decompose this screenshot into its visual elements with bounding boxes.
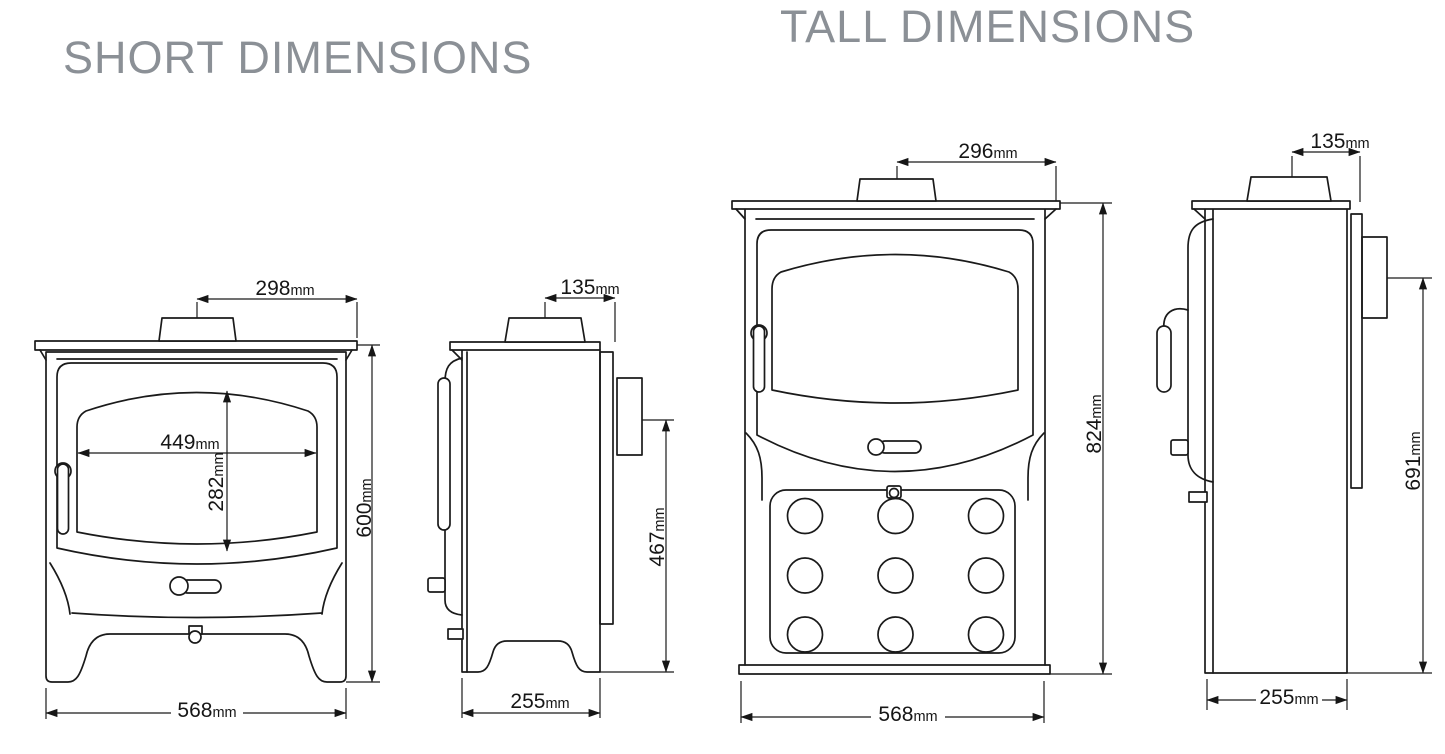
dim-label: 568mm	[177, 699, 236, 722]
dim-label: 600mm	[353, 478, 376, 537]
ash-lip	[447, 628, 464, 640]
door-handle	[1156, 325, 1172, 393]
dim-depth: 255mm	[461, 678, 601, 718]
door-glass	[76, 391, 318, 545]
door-handle	[56, 463, 70, 535]
stove-body	[744, 208, 1046, 666]
dim-flue-to-rear: 298mm	[196, 277, 358, 338]
rear-outlet-box	[616, 377, 643, 456]
tall-stove-side-view: 135mm 691mm 255mm	[1156, 130, 1432, 710]
air-control-knob	[169, 576, 189, 596]
tall-dimensions-title: TALL DIMENSIONS	[780, 1, 1195, 52]
flue-collar	[856, 178, 937, 202]
dim-outlet-height: 691mm	[1347, 277, 1432, 674]
short-stove-front-view: 298mm 449mm 282mm 600mm 568mm	[34, 277, 380, 722]
ash-latch	[188, 630, 202, 644]
latch	[888, 487, 900, 499]
dim-overall-height: 600mm	[346, 344, 380, 683]
flue-collar	[158, 317, 237, 342]
top-plate-edge	[735, 208, 1057, 220]
air-control-slider	[878, 440, 922, 454]
base-plinth	[738, 664, 1051, 675]
ash-lip	[1188, 491, 1208, 503]
door-handle	[752, 325, 766, 393]
dim-flue-to-rear: 135mm	[544, 276, 620, 342]
dim-flue-to-rear: 135mm	[1291, 130, 1370, 202]
dim-overall-height: 824mm	[1050, 202, 1112, 675]
door-glass	[771, 253, 1019, 404]
log-store-panel	[769, 489, 1016, 654]
dim-label: 691mm	[1402, 431, 1425, 490]
top-plate-edge	[1193, 208, 1206, 220]
top-plate	[1191, 200, 1351, 210]
top-plate	[34, 340, 358, 351]
log-store-holes	[786, 497, 1005, 653]
flue-collar	[504, 317, 586, 343]
dim-label: 449mm	[160, 431, 219, 454]
dim-label: 135mm	[1310, 130, 1369, 153]
dim-overall-width: 568mm	[740, 681, 1045, 726]
dim-label: 824mm	[1083, 394, 1106, 453]
air-control-knob	[427, 577, 446, 593]
short-stove-side-view: 135mm 467mm 255mm	[427, 276, 674, 718]
stove-body	[1204, 208, 1348, 674]
top-plate	[449, 341, 601, 351]
door-panel	[756, 229, 1034, 473]
side-panel-curves	[745, 432, 1045, 501]
flue-collar	[1246, 176, 1332, 202]
door-profile	[1187, 218, 1214, 483]
dim-glass-width: 449mm	[77, 431, 317, 458]
rear-convector-panel	[599, 351, 614, 625]
dim-label: 255mm	[1259, 686, 1318, 709]
tall-stove-front-view: 296mm 824mm 568mm	[731, 140, 1112, 726]
dim-label: 298mm	[255, 277, 314, 300]
rear-outlet-box	[1361, 236, 1388, 319]
door-panel	[56, 362, 338, 565]
lower-trim-curve	[71, 612, 323, 619]
short-dimensions-title: SHORT DIMENSIONS	[63, 32, 532, 83]
dim-depth: 255mm	[1206, 679, 1348, 710]
dim-label: 467mm	[646, 507, 669, 566]
stove-body	[45, 351, 347, 683]
dim-overall-width: 568mm	[45, 688, 347, 722]
dim-outlet-height: 467mm	[600, 419, 674, 673]
top-plate	[731, 200, 1061, 210]
side-panel-curves	[49, 562, 343, 615]
stove-body	[461, 349, 601, 673]
dim-label: 282mm	[205, 452, 228, 511]
rear-convector-panel	[1350, 213, 1363, 489]
dim-label: 255mm	[510, 690, 569, 713]
air-control-knob	[867, 438, 885, 456]
dim-label: 568mm	[878, 703, 937, 726]
dim-label: 296mm	[958, 140, 1017, 163]
dim-label: 135mm	[560, 276, 619, 299]
top-plate-edge	[39, 349, 353, 361]
door-handle	[437, 377, 451, 531]
air-control-knob	[1170, 439, 1189, 456]
dim-glass-height: 282mm	[205, 390, 232, 552]
dim-flue-to-rear: 296mm	[896, 140, 1057, 201]
